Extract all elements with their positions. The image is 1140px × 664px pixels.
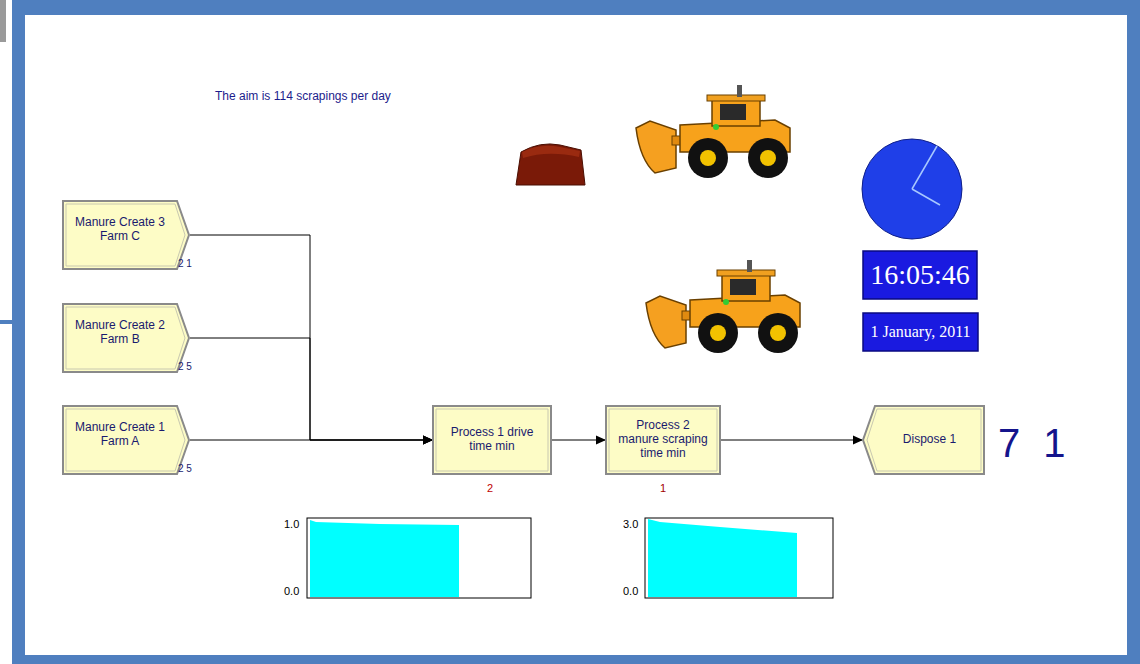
flow-connector (190, 440, 432, 441)
frame-bar (12, 0, 25, 664)
counter-number: 2 5 (178, 463, 192, 474)
module-fill (863, 406, 984, 474)
flow-connector (552, 440, 605, 441)
counter-number: 2 (487, 482, 493, 494)
module-bevel (66, 409, 185, 471)
date-box: 1 January, 2011 (862, 312, 979, 352)
module-fill (63, 406, 189, 474)
manure-pile (516, 144, 585, 185)
plot-frame (645, 518, 833, 598)
axis-value: 1.0 (284, 518, 299, 530)
module-bevel (609, 409, 717, 471)
process-box: Process 2 manure scraping time min (605, 405, 721, 475)
counter-number: 2 1 (178, 258, 192, 269)
dispose-box: Dispose 1 (862, 405, 985, 475)
frame-bar (12, 655, 1140, 664)
plot-frame (307, 518, 531, 598)
clock-face (862, 139, 962, 239)
counter-number: 7 1 (998, 421, 1072, 466)
frame-tab (0, 0, 6, 42)
module-fill (63, 201, 189, 269)
counter-number: 2 5 (178, 361, 192, 372)
module-bevel (867, 409, 981, 471)
create-box: Manure Create 3 Farm C (62, 200, 190, 270)
node-text: 1 January, 2011 (870, 323, 970, 341)
flow-connector (721, 440, 862, 441)
plot-area (310, 520, 459, 597)
create-box: Manure Create 2 Farm B (62, 303, 190, 373)
clock-box: 16:05:46 (862, 250, 978, 300)
frame-stub (0, 320, 12, 324)
process-box: Process 1 drive time min (432, 405, 552, 475)
node-text: Manure Create 1 Farm A (72, 421, 168, 449)
flow-connector (190, 235, 432, 440)
bulldozer (646, 260, 800, 353)
note-text: The aim is 114 scrapings per day (215, 89, 391, 103)
module-fill (433, 406, 551, 474)
module-bevel (66, 307, 185, 369)
node-text: 16:05:46 (870, 259, 970, 291)
axis-value: 0.0 (284, 585, 299, 597)
clock-hand (912, 189, 940, 205)
display-fill (863, 251, 977, 299)
node-text: Manure Create 3 Farm C (72, 216, 168, 244)
frame-bar (12, 0, 1140, 15)
module-fill (606, 406, 720, 474)
counter-number: 1 (660, 482, 666, 494)
frame-bar (1127, 0, 1140, 664)
node-text: Manure Create 2 Farm B (72, 319, 168, 347)
axis-value: 3.0 (623, 518, 638, 530)
module-bevel (66, 204, 185, 266)
module-bevel (436, 409, 548, 471)
create-box: Manure Create 1 Farm A (62, 405, 190, 475)
display-fill (863, 313, 978, 351)
bulldozer (636, 85, 790, 178)
node-text: Process 1 drive time min (442, 426, 542, 454)
flow-connector (190, 338, 432, 440)
axis-value: 0.0 (623, 585, 638, 597)
module-fill (63, 304, 189, 372)
plot-area (648, 519, 797, 597)
manure-pile-top (522, 146, 580, 158)
clock-hand (912, 146, 937, 189)
node-text: Dispose 1 (903, 433, 956, 447)
node-text: Process 2 manure scraping time min (617, 419, 709, 460)
